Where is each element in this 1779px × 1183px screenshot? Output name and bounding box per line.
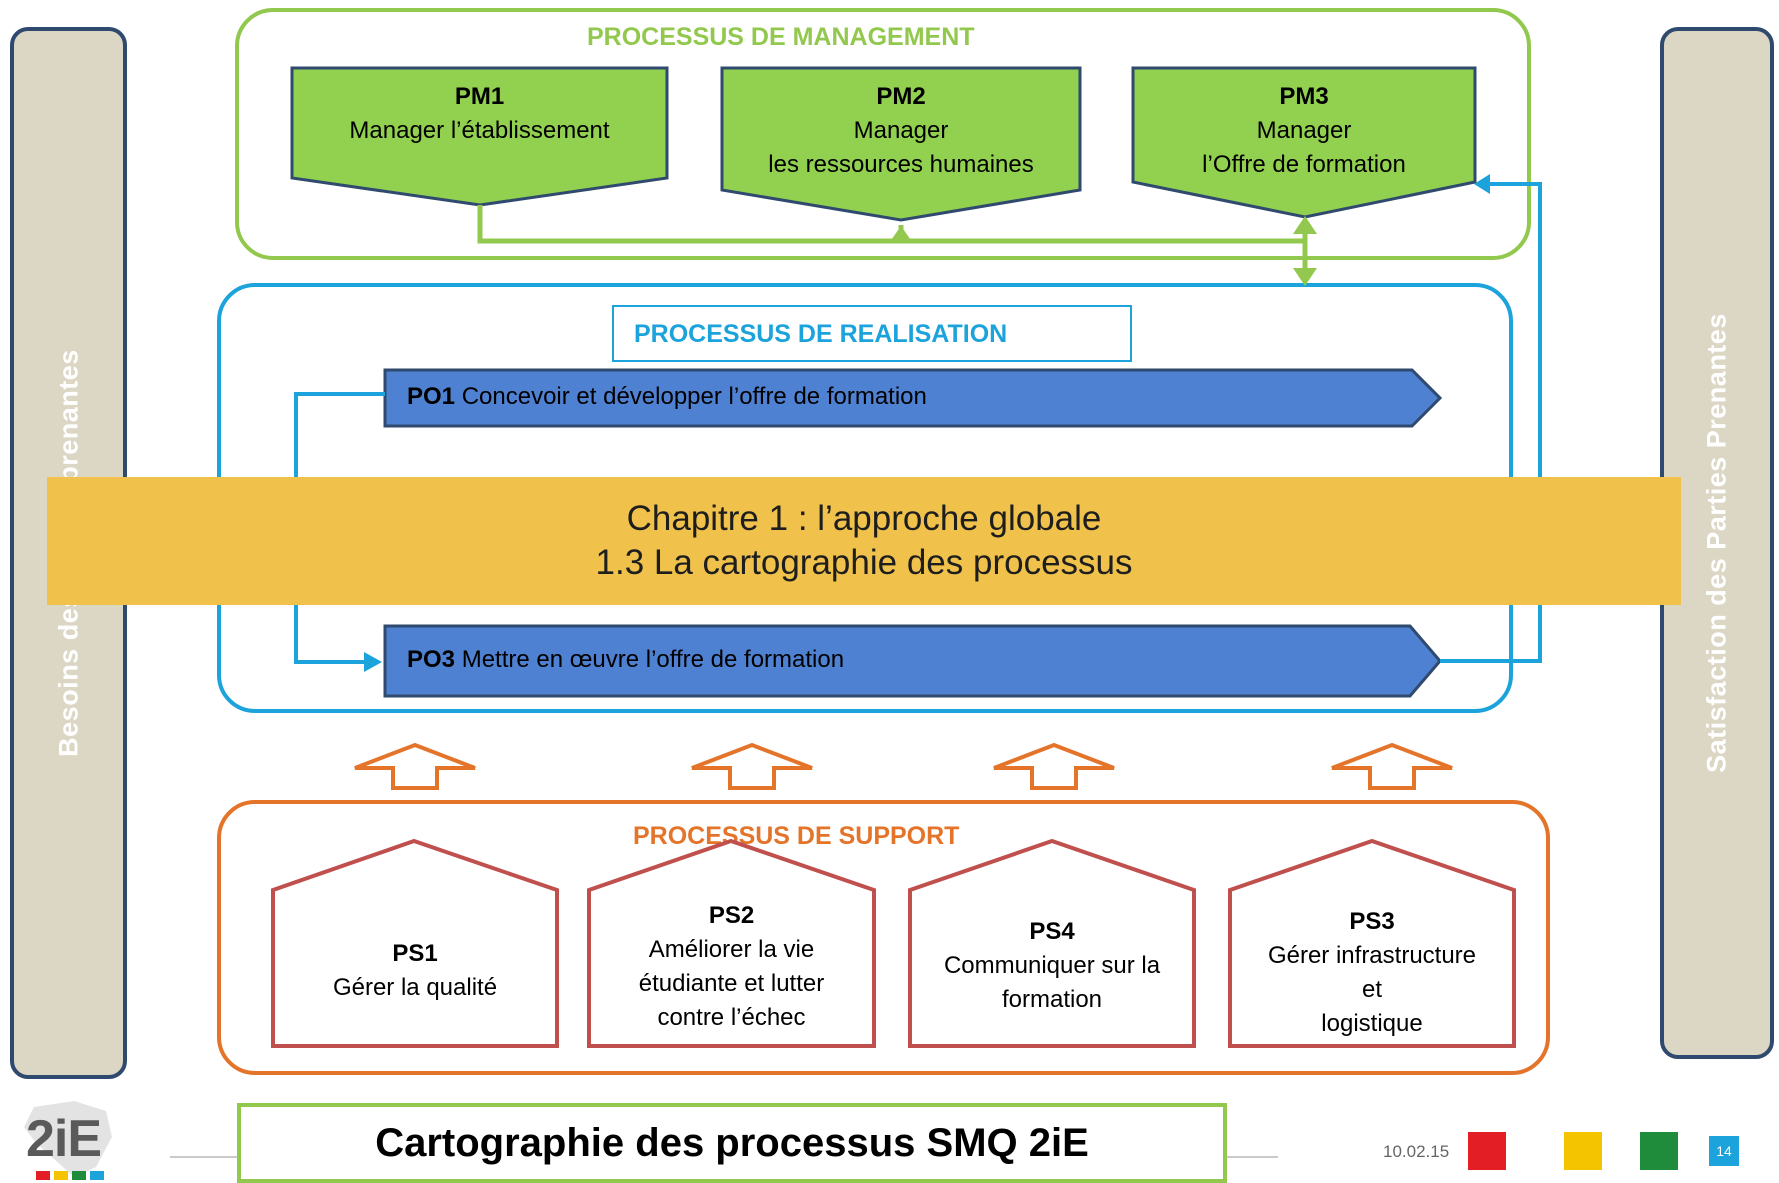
po1-shape [383, 368, 1443, 428]
ps3-line-3: logistique [1321, 1010, 1423, 1037]
po1-code: PO1 [407, 383, 456, 410]
po1-text: PO1 Concevoir et développer l’offre de f… [407, 383, 927, 411]
pm2-code: PM2 [876, 83, 926, 110]
po3-shape [383, 624, 1442, 698]
support-up-arrows [354, 742, 1453, 790]
realisation-title-box: PROCESSUS DE REALISATION [612, 305, 1132, 362]
realisation-title: PROCESSUS DE REALISATION [634, 320, 1008, 348]
pm2-shape [720, 66, 1082, 222]
pm3-code: PM3 [1279, 83, 1329, 110]
ps2-code: PS2 [708, 902, 755, 929]
support-group [217, 800, 1550, 1075]
up-arrowhead-pm3 [1293, 216, 1317, 234]
page-number: 14 [1709, 1136, 1739, 1166]
ps1-code: PS1 [392, 940, 438, 967]
arrowhead-to-pm3 [1474, 174, 1490, 194]
pm1-text: PM1 Manager l’établissement [292, 80, 667, 148]
ps4-line-1: Communiquer sur la [943, 952, 1161, 979]
red-square [1468, 1132, 1506, 1170]
pm1-label: Manager l’établissement [349, 117, 610, 144]
ps2-line-1: Améliorer la vie [648, 936, 815, 963]
green-square [1640, 1132, 1678, 1170]
pm3-label-1: Manager [1256, 117, 1352, 144]
ps3-shape [1228, 838, 1516, 1048]
banner-line-1: Chapitre 1 : l’approche globale [626, 499, 1102, 538]
arrowhead-to-po3 [364, 652, 382, 672]
pm1-code: PM1 [454, 83, 505, 110]
management-group [235, 8, 1531, 260]
ps2-line-2: étudiante et lutter [638, 970, 825, 997]
ps4-line-2: formation [1001, 986, 1103, 1013]
ps2-text: PS2 Améliorer la vie étudiante et lutter… [589, 899, 874, 1035]
ps2-shape [587, 838, 876, 1048]
pm3-text: PM3 Manager l’Offre de formation [1133, 80, 1475, 182]
ps4-shape [908, 838, 1196, 1048]
pm3-shape [1131, 66, 1477, 219]
pm2-text: PM2 Manager les ressources humaines [722, 80, 1080, 182]
ps4-text: PS4 Communiquer sur la formation [910, 915, 1194, 1017]
ps3-code: PS3 [1349, 908, 1395, 935]
ps2-line-3: contre l’échec [657, 1004, 806, 1031]
ps1-line-1: Gérer la qualité [332, 974, 498, 1001]
ps3-text: PS3 Gérer infrastructure et logistique [1230, 905, 1514, 1041]
africa-map-icon [24, 1101, 112, 1180]
support-title: PROCESSUS DE SUPPORT [633, 822, 960, 850]
po3-text: PO3 Mettre en œuvre l’offre de formation [407, 646, 844, 674]
pm1-shape [290, 66, 669, 207]
yellow-square [1564, 1132, 1602, 1170]
banner-line-2: 1.3 La cartographie des processus [595, 543, 1133, 582]
po1-label: Concevoir et développer l’offre de forma… [461, 383, 927, 410]
ps3-line-2: et [1361, 976, 1382, 1003]
footer-title: Cartographie des processus SMQ 2iE [237, 1103, 1227, 1183]
up-arrowhead-pm2 [889, 226, 913, 243]
slide-date: 10.02.15 [1383, 1142, 1450, 1161]
down-arrowhead-realisation [1293, 268, 1317, 286]
pm2-label-1: Manager [853, 117, 949, 144]
ps1-text: PS1 Gérer la qualité [273, 937, 557, 1005]
po3-code: PO3 [407, 646, 456, 673]
management-title: PROCESSUS DE MANAGEMENT [587, 23, 975, 51]
logo-text: 2iE [26, 1110, 102, 1168]
ps1-shape [271, 838, 559, 1048]
pm3-label-2: l’Offre de formation [1202, 151, 1406, 178]
ps4-code: PS4 [1029, 918, 1075, 945]
ps3-line-1: Gérer infrastructure [1267, 942, 1477, 969]
chapter-banner: Chapitre 1 : l’approche globale 1.3 La c… [47, 477, 1681, 605]
po3-label: Mettre en œuvre l’offre de formation [461, 646, 845, 673]
2ie-logo: 2iE [14, 1097, 124, 1180]
pm2-label-2: les ressources humaines [768, 151, 1034, 178]
